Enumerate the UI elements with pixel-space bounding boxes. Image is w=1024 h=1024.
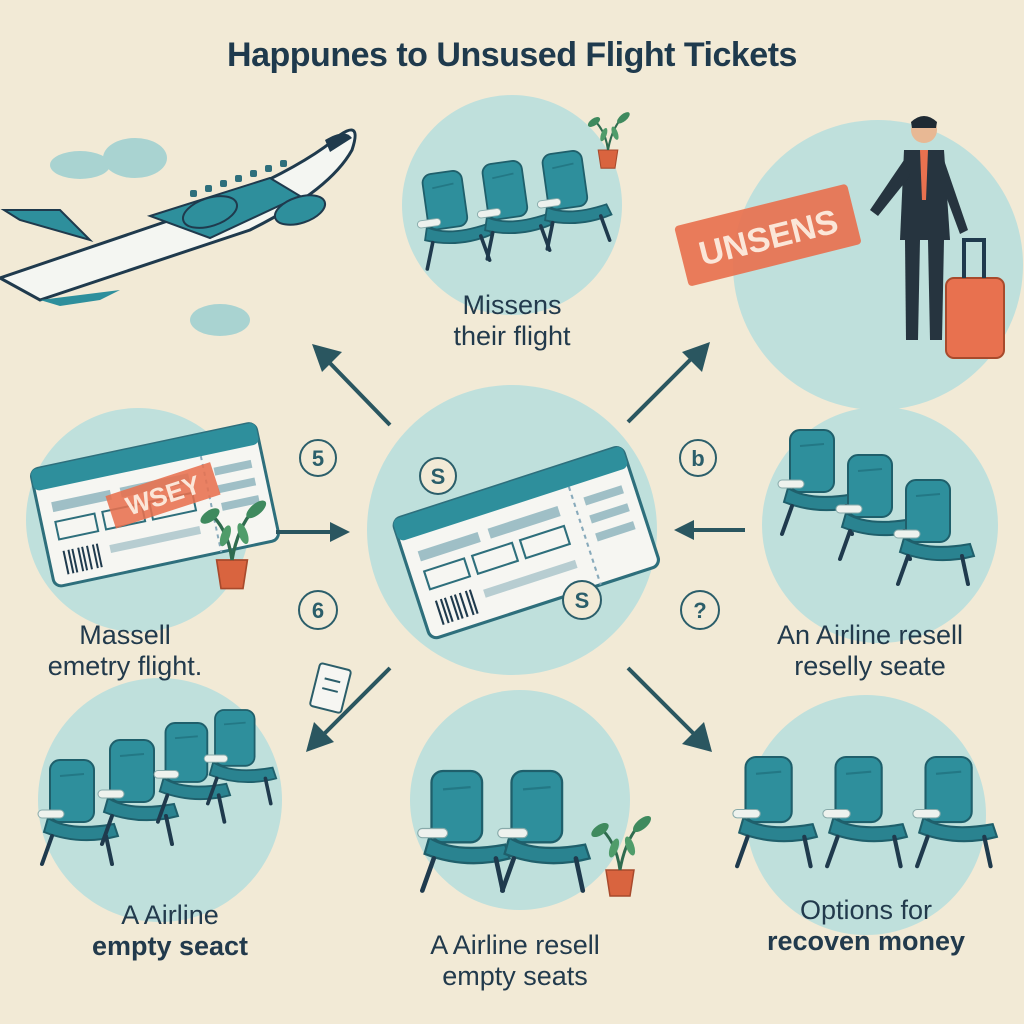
caption-bottom-left: A Airline empty seact [60, 900, 280, 962]
svg-text:b: b [691, 446, 704, 471]
svg-text:6: 6 [312, 598, 324, 623]
caption-line: Massell [79, 620, 171, 650]
caption-line: reselly seate [794, 651, 946, 681]
caption-line: A Airline resell [430, 930, 600, 960]
caption-line: An Airline resell [776, 620, 964, 650]
coin-icons: 5 6 S S b ? [298, 439, 720, 630]
caption-line: empty seats [442, 961, 588, 991]
caption-bottom-right: Options for recoven money [716, 895, 1016, 957]
svg-text:?: ? [693, 598, 706, 623]
unsens-stamp: UNSENS [674, 184, 861, 286]
caption-top-center: Missens their flight [412, 290, 612, 352]
caption-line: emetry flight. [47, 651, 203, 681]
svg-text:S: S [575, 588, 590, 613]
caption-bottom-center: A Airline resell empty seats [390, 930, 640, 992]
document-icon [309, 662, 352, 714]
cloud-icons [50, 138, 250, 336]
flow-arrows [276, 342, 745, 752]
caption-line: empty seact [91, 931, 249, 961]
page-title: Happunes to Unsused Flight Tickets [227, 36, 797, 74]
caption-line: Options for [799, 895, 933, 925]
caption-line: recoven money [766, 926, 966, 956]
caption-line: Missens [462, 290, 562, 320]
caption-mid-right: An Airline resell reselly seate [750, 620, 990, 682]
caption-line: A Airline [121, 900, 219, 930]
caption-line: their flight [453, 321, 571, 351]
caption-mid-left: Massell emetry flight. [10, 620, 240, 682]
ticket-left: WSEY [28, 420, 282, 589]
airplane-icon [0, 128, 357, 306]
svg-text:S: S [431, 464, 446, 489]
traveler-icon [870, 116, 1005, 359]
svg-text:5: 5 [312, 446, 324, 471]
